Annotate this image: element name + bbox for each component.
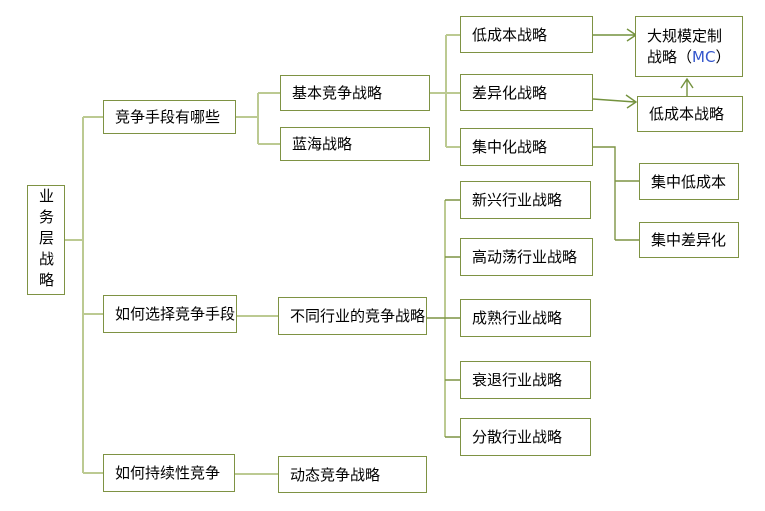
arrow-lowcost-to-masscustom [593, 28, 638, 42]
node-label: 基本竞争战略 [292, 84, 383, 102]
arrow-lowcost2-up-to-masscustom [680, 77, 694, 96]
node-label: 新兴行业战略 [472, 191, 563, 209]
node-label: 业务层战略 [37, 187, 55, 293]
node-label: 集中差异化 [651, 231, 727, 249]
node-label: 动态竞争战略 [290, 465, 381, 484]
node-mature-industry-strategy: 成熟行业战略 [460, 299, 591, 337]
node-low-cost-strategy: 低成本战略 [460, 16, 593, 53]
node-label: 低成本战略 [649, 105, 725, 123]
node-label: 不同行业的竞争战略 [290, 307, 426, 325]
connector-root-tree [65, 116, 103, 474]
node-label: 如何持续性竞争 [115, 464, 221, 482]
connector-basic-tree [430, 34, 460, 148]
node-focused-differentiation: 集中差异化 [639, 222, 739, 258]
node-focused-low-cost: 集中低成本 [639, 163, 739, 200]
node-label: 低成本战略 [472, 25, 548, 44]
node-label: 竞争手段有哪些 [115, 108, 221, 126]
node-blue-ocean-strategy: 蓝海战略 [280, 127, 430, 161]
node-label: 集中低成本 [651, 172, 727, 191]
node-label: 成熟行业战略 [472, 309, 563, 327]
connector-industry-stubs [427, 199, 460, 438]
node-label-line1: 大规模定制 [647, 26, 723, 45]
node-competition-means-question: 竞争手段有哪些 [103, 100, 236, 134]
node-label-line2-post: ） [715, 47, 731, 66]
node-label: 蓝海战略 [292, 135, 353, 153]
node-basic-competitive-strategy: 基本竞争战略 [280, 75, 430, 111]
node-focus-strategy: 集中化战略 [460, 128, 593, 166]
node-mass-customization-strategy: 大规模定制 战略（MC） [635, 16, 743, 77]
node-differentiation-strategy: 差异化战略 [460, 74, 593, 111]
node-emerging-industry-strategy: 新兴行业战略 [460, 181, 591, 219]
node-label: 分散行业战略 [472, 428, 563, 446]
node-dynamic-competitive-strategy: 动态竞争战略 [278, 456, 427, 493]
node-label: 集中化战略 [472, 138, 548, 156]
arrow-differentiation-to-lowcost2 [592, 94, 638, 109]
node-turbulent-industry-strategy: 高动荡行业战略 [460, 238, 593, 276]
node-declining-industry-strategy: 衰退行业战略 [460, 361, 591, 399]
node-label: 衰退行业战略 [472, 371, 563, 389]
node-label-line2: 战略（MC） [647, 47, 730, 68]
node-label: 高动荡行业战略 [472, 248, 578, 266]
node-label: 差异化战略 [472, 83, 548, 102]
node-label-line2-pre: 战略（ [647, 47, 693, 66]
node-fragmented-industry-strategy: 分散行业战略 [460, 418, 591, 456]
node-industry-strategies: 不同行业的竞争战略 [278, 297, 427, 335]
node-business-level-strategy: 业务层战略 [27, 185, 65, 295]
node-label-mc: MC [692, 47, 716, 66]
node-low-cost-strategy-2: 低成本战略 [637, 96, 743, 132]
node-label: 如何选择竞争手段 [115, 305, 236, 323]
connector-means-tree [236, 92, 280, 145]
node-sustain-competition-question: 如何持续性竞争 [103, 454, 235, 492]
node-how-to-choose-question: 如何选择竞争手段 [103, 295, 237, 333]
connector-focus-tree [593, 146, 639, 241]
